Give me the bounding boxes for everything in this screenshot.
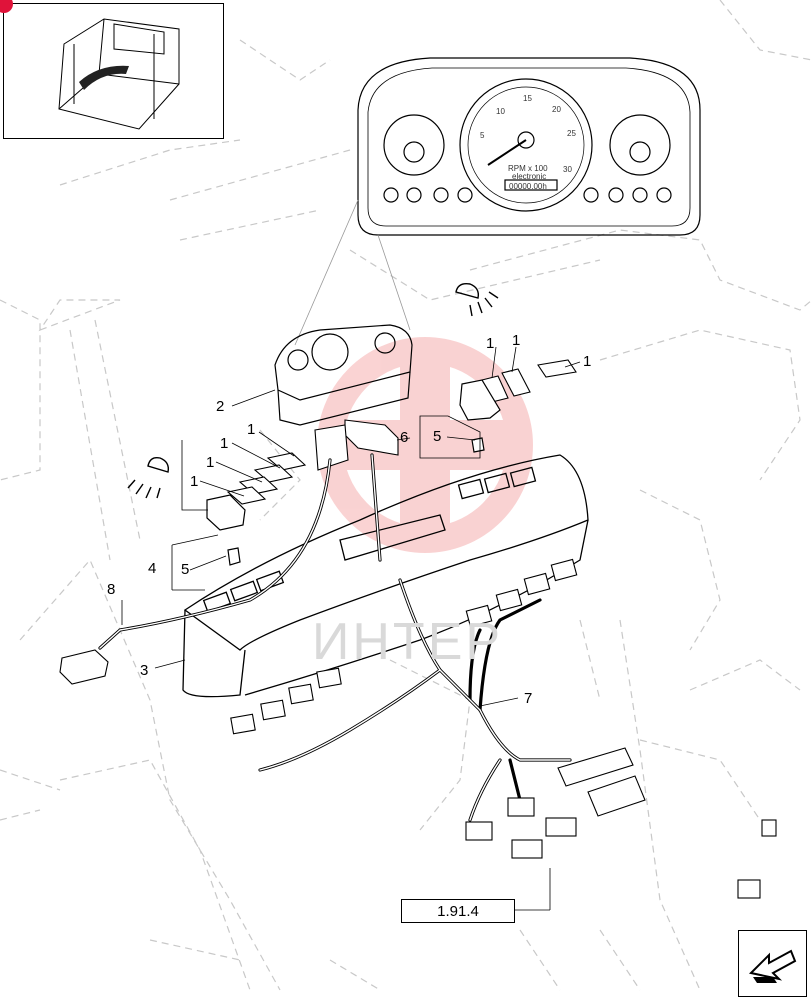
callout-1: 1 — [512, 332, 521, 349]
rpm-tick-label: 25 — [567, 129, 576, 138]
part-4-switch-right — [459, 379, 501, 453]
part-4-switch-left — [206, 494, 246, 566]
callout-5: 5 — [433, 428, 442, 445]
cluster-tick-labels: 5 10 15 20 25 30 RPM x 100 electronic 00… — [480, 94, 576, 191]
instrument-cluster-detail — [357, 57, 701, 236]
rpm-tick-label: 10 — [496, 107, 505, 116]
cluster-subtitle: electronic — [512, 172, 546, 181]
rpm-unit-label: RPM x 100 — [508, 164, 548, 173]
rpm-tick-label: 20 — [552, 105, 561, 114]
callout-1: 1 — [190, 473, 199, 490]
work-light-icon-left — [127, 456, 170, 499]
callout-5: 5 — [181, 561, 190, 578]
callout-6: 6 — [400, 429, 409, 446]
navigation-arrow-button[interactable] — [738, 930, 807, 997]
harness-connectors — [59, 558, 777, 899]
detail-leader-lines — [294, 199, 411, 346]
corner-marker — [0, 0, 13, 13]
callout-2: 2 — [216, 398, 225, 415]
part-1-switches-right — [481, 359, 577, 403]
watermark-text: ИНТЕР — [312, 613, 504, 671]
callout-leaders — [121, 346, 581, 911]
navigation-arrow-icon — [748, 949, 797, 983]
callout-7: 7 — [524, 690, 533, 707]
callout-1: 1 — [247, 421, 256, 438]
cab-thumbnail-drawing — [58, 18, 180, 130]
callout-4: 4 — [148, 560, 157, 577]
callout-1: 1 — [206, 454, 215, 471]
rpm-tick-label: 15 — [523, 94, 532, 103]
rpm-tick-label: 30 — [563, 165, 572, 174]
hour-meter-display: 00000.00h — [509, 182, 547, 191]
part-2-instrument-cluster — [274, 324, 413, 426]
part-6-connector — [314, 419, 399, 471]
callout-1: 1 — [486, 335, 495, 352]
rpm-tick-label: 5 — [480, 131, 485, 140]
tractor-cab-thumbnail — [0, 0, 224, 139]
callout-1: 1 — [220, 435, 229, 452]
reference-link-box[interactable]: 1.91.4 — [401, 899, 515, 923]
callout-1: 1 — [583, 353, 592, 370]
callout-3: 3 — [140, 662, 149, 679]
wire-harness-inner — [99, 454, 571, 821]
callout-8: 8 — [107, 581, 116, 598]
watermark-logo — [317, 337, 533, 553]
part-1-switches-left — [226, 452, 307, 505]
work-light-icon-right — [455, 282, 499, 317]
